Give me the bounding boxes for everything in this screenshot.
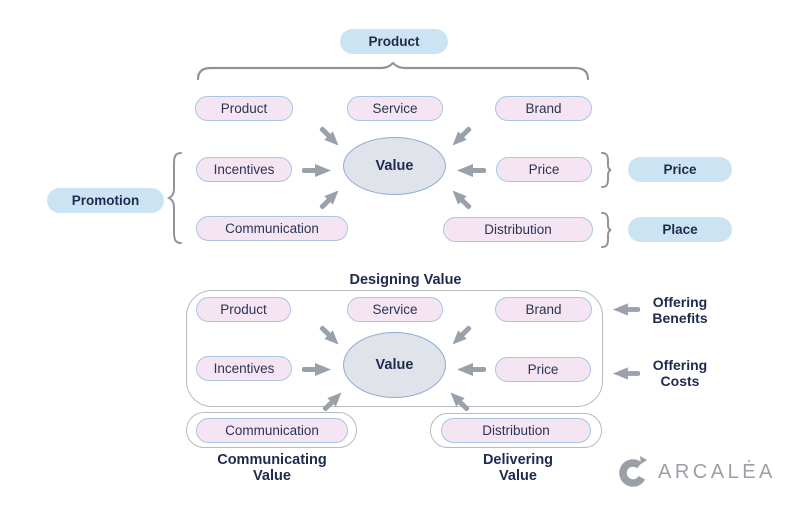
top-pill-price: Price [496,157,592,182]
top-pill-communication: Communication [196,216,348,241]
top-pill-product: Product [195,96,293,121]
top-brace [196,62,590,81]
arrow-b-distribution-to-value-icon [450,392,470,412]
arrow-product-to-value-icon [319,126,339,146]
category-place-pill: Place [628,217,732,242]
designing-value-box [186,290,603,407]
price-brace [601,152,612,188]
arcalea-logo-icon [619,456,647,487]
arrow-communication-to-value-icon [319,190,339,210]
offering-costs-label: Offering Costs [652,357,708,389]
arrow-b-price-to-value-icon [457,363,486,376]
bottom-pill-brand: Brand [495,297,592,322]
designing-value-title: Designing Value [328,271,483,290]
delivering-value-label: Delivering Value [482,452,554,484]
bottom-pill-distribution: Distribution [441,418,591,443]
category-product-pill: Product [340,29,448,54]
arrow-b-brand-to-value-icon [452,325,472,345]
top-pill-service: Service [347,96,443,121]
arrow-b-product-to-value-icon [319,325,339,345]
bottom-value-ellipse: Value [343,332,446,398]
arrow-incentives-to-value-icon [302,164,331,177]
category-promotion-pill: Promotion [47,188,164,213]
communicating-value-box [186,412,357,448]
arrow-brand-to-value-icon [452,126,472,146]
place-brace [601,212,612,248]
arrow-b-incentives-to-value-icon [302,363,331,376]
arrow-offering-costs-icon [612,367,640,380]
arcalea-logo-text: ARCALĖA [658,460,776,483]
arrow-price-to-value-icon [457,164,486,177]
bottom-pill-incentives: Incentives [196,356,292,381]
offering-benefits-label: Offering Benefits [652,294,708,326]
bottom-pill-service: Service [347,297,443,322]
arrow-distribution-to-value-icon [452,190,472,210]
delivering-value-box [430,413,602,448]
bottom-pill-product: Product [196,297,291,322]
top-value-ellipse: Value [343,137,446,195]
bottom-pill-price: Price [495,357,591,382]
category-price-pill: Price [628,157,732,182]
communicating-value-label: Communicating Value [217,452,327,484]
arrow-b-communication-to-value-icon [322,392,342,412]
top-pill-incentives: Incentives [196,157,292,182]
arcalea-logo: ARCALĖA [618,455,776,489]
bottom-pill-communication: Communication [196,418,348,443]
top-pill-distribution: Distribution [443,217,593,242]
top-pill-brand: Brand [495,96,592,121]
promotion-brace [166,152,182,244]
arrow-offering-benefits-icon [612,303,640,316]
